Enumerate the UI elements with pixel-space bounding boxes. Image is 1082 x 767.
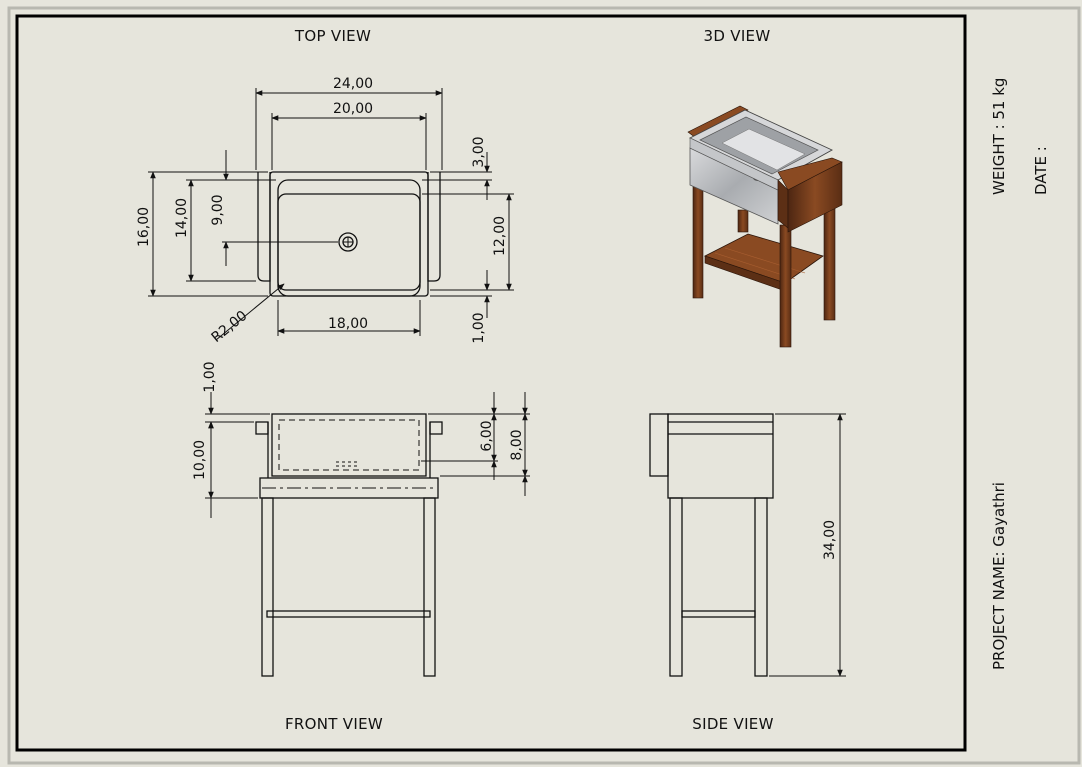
project-name-field: PROJECT NAME: Gayathri bbox=[990, 482, 1008, 670]
side-view-label: SIDE VIEW bbox=[692, 715, 773, 733]
sheet-frame bbox=[7, 6, 1081, 765]
dim-front-outer-depth: 8,00 bbox=[509, 429, 525, 460]
dim-top-depth-overall: 16,00 bbox=[136, 207, 152, 247]
dim-top-back-lip: 3,00 bbox=[471, 136, 487, 167]
dim-top-depth-bowl: 14,00 bbox=[174, 198, 190, 238]
dim-top-bowl-depth-right: 12,00 bbox=[492, 216, 508, 256]
dim-top-overall-width: 24,00 bbox=[333, 76, 373, 92]
top-view: 24,00 20,00 16,00 14,00 9,00 3,00 12,00 … bbox=[136, 76, 514, 346]
dim-front-rim: 1,00 bbox=[202, 361, 218, 392]
iso-view bbox=[687, 105, 843, 348]
dim-top-bowl-width: 20,00 bbox=[333, 101, 373, 117]
front-view-label: FRONT VIEW bbox=[285, 715, 383, 733]
dim-side-total-height: 34,00 bbox=[822, 520, 838, 560]
weight-field: WEIGHT : 51 kg bbox=[990, 78, 1008, 195]
dim-top-drain-offset: 9,00 bbox=[210, 194, 226, 225]
top-view-label: TOP VIEW bbox=[294, 27, 371, 45]
dim-top-front-lip: 1,00 bbox=[471, 312, 487, 343]
dim-front-inner-depth: 6,00 bbox=[479, 420, 495, 451]
drain-symbol bbox=[338, 232, 358, 252]
dim-top-basin-width: 18,00 bbox=[328, 316, 368, 332]
dim-front-sink-height: 10,00 bbox=[192, 440, 208, 480]
date-field: DATE : bbox=[1032, 146, 1050, 195]
dim-top-corner-radius: R2,00 bbox=[209, 308, 251, 346]
title-block: WEIGHT : 51 kg DATE : PROJECT NAME: Gaya… bbox=[990, 78, 1050, 670]
front-view: 1,00 10,00 6,00 8,00 bbox=[192, 361, 530, 677]
iso-view-label: 3D VIEW bbox=[704, 27, 771, 45]
side-view: 34,00 bbox=[649, 413, 846, 677]
